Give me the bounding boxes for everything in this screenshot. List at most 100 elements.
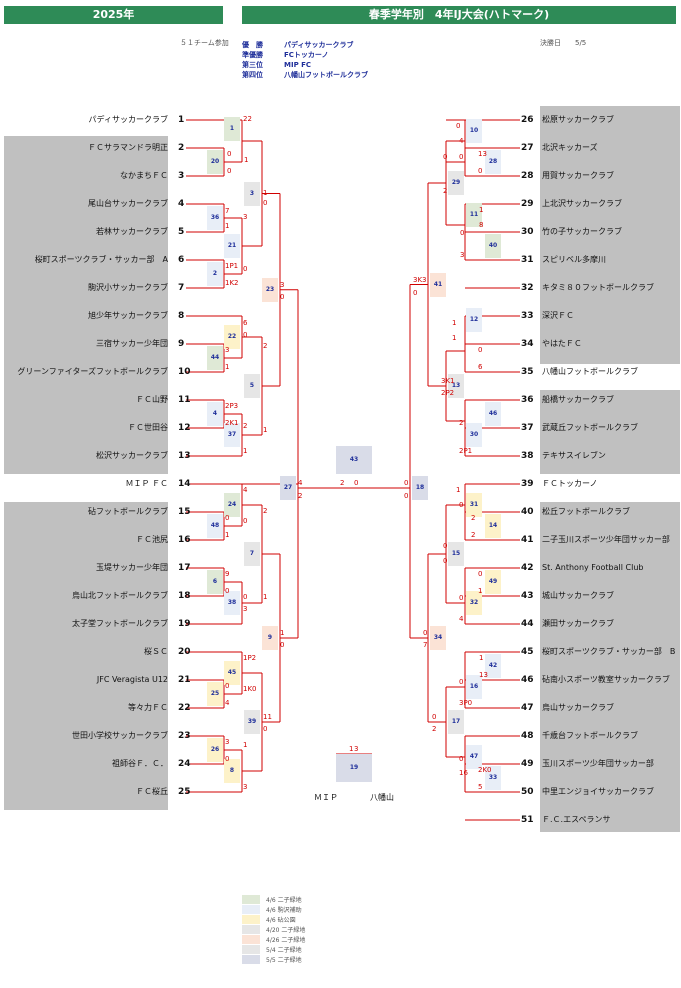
score: 0 (243, 265, 248, 273)
team-name-right: やはたＦＣ (542, 339, 582, 348)
score: 2 (243, 422, 248, 430)
score: 0 (227, 167, 232, 175)
team-seed-left: 18 (178, 591, 191, 601)
team-seed-left: 11 (178, 395, 191, 405)
score: 0 (404, 479, 409, 487)
team-seed-left: 2 (178, 143, 185, 153)
legend-swatch (242, 954, 260, 964)
group-band (4, 502, 168, 810)
team-seed-left: 6 (178, 255, 185, 265)
team-name-left: 世田小学校サッカークラブ (72, 731, 168, 740)
team-name-left: 砧フットボールクラブ (88, 507, 168, 516)
team-name-right: Ｆ.Ｃ.エスペランサ (542, 815, 611, 824)
team-name-left: JFC Veragista U12 (96, 675, 168, 684)
score: 0 (225, 682, 230, 690)
team-seed-left: 1 (178, 115, 185, 125)
team-name-right: 用賀サッカークラブ (542, 171, 614, 180)
match-number: 26 (207, 738, 223, 762)
team-name-right: スピリベル多摩川 (542, 255, 606, 264)
score: 0 (243, 517, 248, 525)
legend-item: 4/6 砧公園 (242, 914, 305, 924)
team-seed-right: 45 (521, 647, 534, 657)
team-seed-left: 21 (178, 675, 191, 685)
score: 1 (478, 587, 483, 595)
team-name-right: ＦＣトッカーノ (542, 479, 598, 488)
match-number: 45 (224, 661, 240, 685)
score: 0 (443, 153, 448, 161)
score: 4 (459, 615, 464, 623)
legend-item: 5/4 二子緑地 (242, 944, 305, 954)
score: 1K0 (243, 685, 257, 693)
team-name-right: 千歳台フットボールクラブ (542, 731, 638, 740)
match-number: 5 (244, 374, 260, 398)
score: 22 (243, 115, 252, 123)
team-name-right: 二子玉川スポーツ少年団サッカー部 (542, 535, 670, 544)
legend-item: 5/5 二子緑地 (242, 954, 305, 964)
match-number: 29 (448, 171, 464, 195)
team-seed-left: 3 (178, 171, 185, 181)
score: 4 (298, 479, 303, 487)
score: 1 (225, 531, 230, 539)
team-seed-right: 40 (521, 507, 534, 517)
score: 0 (459, 501, 464, 509)
final-right-team: 八幡山 (370, 793, 394, 802)
match-number: 25 (207, 682, 223, 706)
score: 2K1 (225, 419, 239, 427)
legend-swatch (242, 914, 260, 924)
score: 2P2 (441, 389, 455, 397)
score: 3K3 (413, 275, 427, 284)
score: 0 (225, 755, 230, 763)
score: 4 (459, 137, 464, 145)
team-seed-left: 15 (178, 507, 191, 517)
score: 1 (456, 486, 461, 494)
team-name-left: 桜町スポーツクラブ・サッカー部 A (34, 255, 168, 264)
legend-swatch (242, 934, 260, 944)
team-name-left: 祖師谷Ｆ．Ｃ． (112, 759, 168, 768)
score: 0 (443, 557, 448, 565)
score: 3 (280, 280, 285, 289)
team-seed-left: 16 (178, 535, 191, 545)
match-number: 27 (280, 476, 296, 500)
match-number: 14 (485, 514, 501, 538)
group-band (540, 502, 680, 832)
team-seed-left: 25 (178, 787, 191, 797)
score: 16 (459, 769, 468, 777)
score: 0 (243, 331, 248, 339)
match-number: 18 (412, 476, 428, 500)
team-name-left: 桜ＳＣ (144, 647, 168, 656)
score: 3 (460, 251, 465, 259)
team-seed-right: 41 (521, 535, 534, 545)
match-number: 23 (262, 277, 278, 302)
legend-swatch (242, 924, 260, 934)
match-number: 44 (207, 346, 223, 370)
team-seed-right: 28 (521, 171, 534, 181)
team-seed-right: 39 (521, 479, 534, 489)
score: 2 (340, 479, 345, 487)
match-number: 49 (485, 570, 501, 594)
match-number: 10 (466, 119, 482, 143)
score: 0 (280, 292, 285, 301)
team-name-left: 三宿サッカー少年団 (96, 339, 168, 348)
team-seed-left: 22 (178, 703, 191, 713)
final-date: 決勝日 5/5 (540, 39, 587, 47)
group-band (540, 106, 680, 364)
team-seed-left: 14 (178, 479, 191, 489)
team-name-right: 松原サッカークラブ (542, 115, 614, 124)
team-seed-left: 4 (178, 199, 185, 209)
score: 0 (459, 755, 464, 763)
venue-legend: 4/6 二子緑地 4/6 駒沢補助 4/6 砧公園 4/20 二子緑地 4/26… (242, 894, 305, 964)
score: 3 (243, 213, 248, 221)
match-number: 30 (466, 423, 482, 447)
team-name-left: 駒沢小サッカークラブ (88, 283, 168, 292)
score: 1 (243, 447, 248, 455)
score: 0 (478, 167, 483, 175)
score: 1 (263, 426, 268, 434)
score: 0 (443, 542, 448, 550)
team-seed-right: 51 (521, 815, 534, 825)
match-number: 6 (207, 570, 223, 594)
team-name-left: 玉堤サッカー少年団 (96, 563, 168, 572)
match-number: 22 (224, 325, 240, 349)
score: 0 (423, 629, 428, 637)
team-name-right: St. Anthony Football Club (542, 563, 644, 572)
team-seed-right: 31 (521, 255, 534, 265)
